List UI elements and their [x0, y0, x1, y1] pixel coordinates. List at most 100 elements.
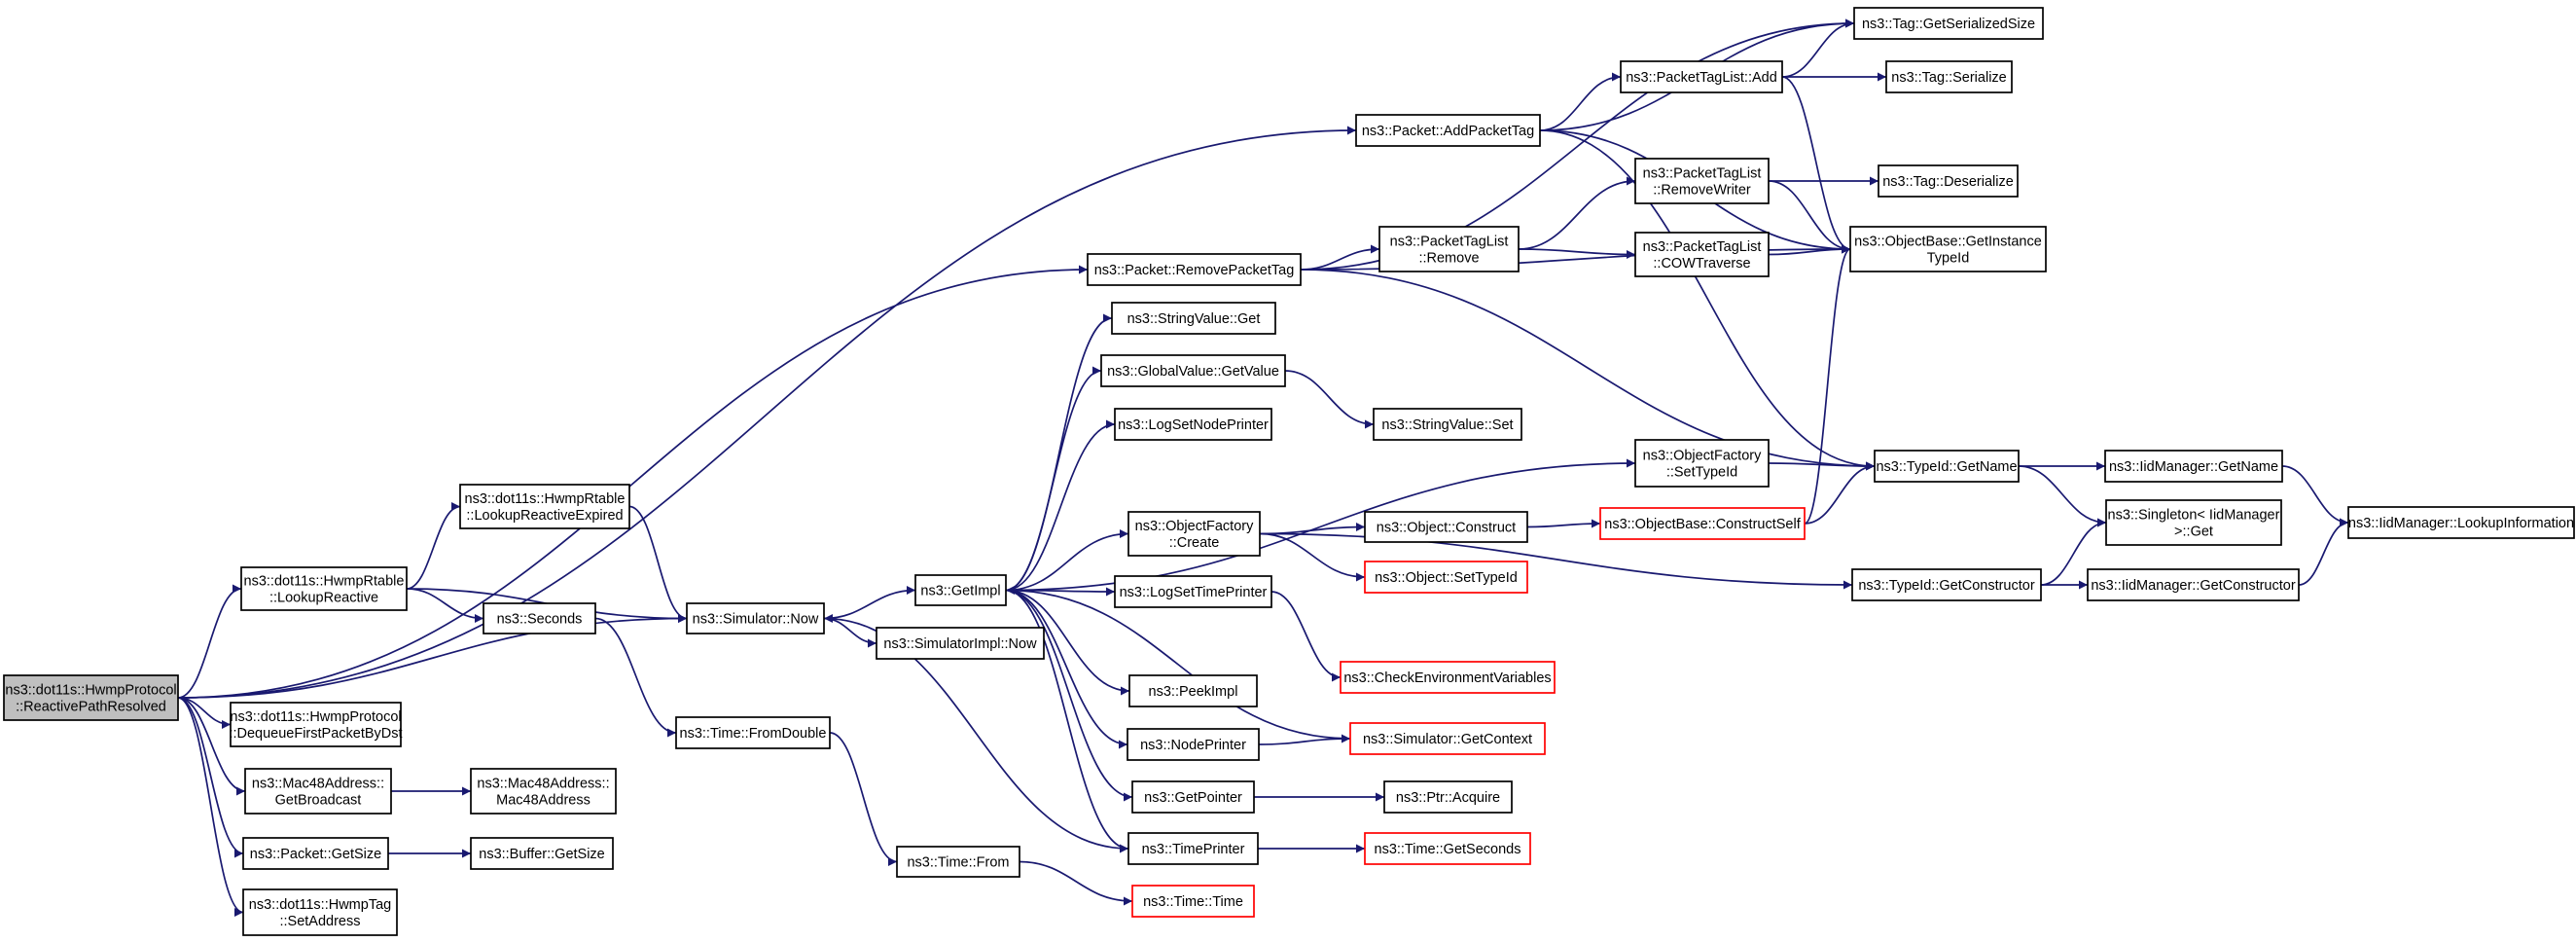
node-box	[470, 837, 614, 870]
node-iid-lookup-info[interactable]: ns3::IidManager::LookupInformation	[2347, 506, 2575, 539]
node-object-construct[interactable]: ns3::Object::Construct	[1364, 511, 1528, 543]
edge-get-impl-to-get-pointer	[1005, 589, 1133, 802]
node-time-get-seconds[interactable]: ns3::Time::GetSeconds	[1364, 832, 1531, 865]
edge-root-to-set-address	[177, 697, 244, 917]
edge-get-impl-to-time-printer	[1005, 589, 1129, 853]
node-object-set-type-id[interactable]: ns3::Object::SetTypeId	[1364, 561, 1528, 594]
edge-of-create-to-object-construct	[1259, 523, 1366, 535]
node-time-from[interactable]: ns3::Time::From	[896, 846, 1020, 878]
node-string-value-set[interactable]: ns3::StringValue::Set	[1373, 408, 1522, 441]
node-iid-get-constructor[interactable]: ns3::IidManager::GetConstructor	[2087, 568, 2300, 601]
edge-ptl-cow-traverse-to-ob-get-instance-type-id	[1768, 244, 1851, 256]
node-buffer-get-size[interactable]: ns3::Buffer::GetSize	[470, 837, 614, 870]
node-label: ns3::Tag::GetSerializedSize	[1862, 17, 2035, 32]
node-check-env[interactable]: ns3::CheckEnvironmentVariables	[1340, 661, 1556, 694]
node-box	[1849, 226, 2047, 272]
node-from-double[interactable]: ns3::Time::FromDouble	[675, 716, 831, 749]
node-ptl-cow-traverse[interactable]: ns3::PacketTagList::COWTraverse	[1634, 232, 1770, 277]
nodes-layer: ns3::dot11s::HwmpProtocol::ReactivePathR…	[3, 7, 2575, 936]
node-log-set-node-printer[interactable]: ns3::LogSetNodePrinter	[1114, 408, 1272, 441]
edge-of-create-to-object-set-type-id	[1259, 532, 1366, 582]
node-label: ns3::GlobalValue::GetValue	[1107, 364, 1279, 380]
node-get-pointer[interactable]: ns3::GetPointer	[1131, 780, 1255, 814]
node-label: ns3::Object::SetTypeId	[1375, 570, 1518, 586]
node-type-id-get-name[interactable]: ns3::TypeId::GetName	[1874, 450, 2020, 483]
node-get-broadcast[interactable]: ns3::Mac48Address::GetBroadcast	[244, 768, 392, 815]
node-time-time[interactable]: ns3::Time::Time	[1131, 885, 1255, 918]
node-box	[1634, 439, 1770, 488]
node-node-printer[interactable]: ns3::NodePrinter	[1127, 728, 1260, 761]
node-tag-serialize[interactable]: ns3::Tag::Serialize	[1885, 60, 2013, 93]
node-singleton-get[interactable]: ns3::Singleton< IidManager>::Get	[2105, 499, 2282, 546]
node-box	[675, 716, 831, 749]
node-label: ns3::Packet::GetSize	[250, 847, 381, 862]
node-peek-impl[interactable]: ns3::PeekImpl	[1128, 674, 1258, 707]
edge-add-packet-tag-to-type-id-get-name	[1539, 129, 1876, 471]
node-label: ns3::PacketTagList	[1390, 235, 1509, 250]
node-box	[1634, 232, 1770, 277]
node-box	[242, 888, 398, 936]
node-sim-impl-now[interactable]: ns3::SimulatorImpl::Now	[876, 627, 1045, 660]
node-ptl-remove[interactable]: ns3::PacketTagList::Remove	[1378, 226, 1520, 272]
node-box	[1111, 302, 1276, 335]
edge-object-construct-to-ob-construct-self	[1526, 519, 1601, 528]
node-set-address[interactable]: ns3::dot11s::HwmpTag::SetAddress	[242, 888, 398, 936]
node-tag-deserialize[interactable]: ns3::Tag::Deserialize	[1878, 164, 2019, 198]
node-ob-construct-self[interactable]: ns3::ObjectBase::ConstructSelf	[1599, 507, 1806, 540]
node-box	[1364, 511, 1528, 543]
node-box	[1885, 60, 2013, 93]
node-box	[1131, 885, 1255, 918]
node-log-set-time-printer[interactable]: ns3::LogSetTimePrinter	[1114, 575, 1272, 608]
node-type-id-get-constructor[interactable]: ns3::TypeId::GetConstructor	[1851, 568, 2042, 601]
node-get-impl[interactable]: ns3::GetImpl	[914, 574, 1007, 606]
node-ptl-remove-writer[interactable]: ns3::PacketTagList::RemoveWriter	[1634, 158, 1770, 204]
node-of-create[interactable]: ns3::ObjectFactory::Create	[1127, 511, 1261, 557]
node-label: ns3::CheckEnvironmentVariables	[1343, 670, 1551, 686]
node-box	[2104, 450, 2283, 483]
node-iid-get-name[interactable]: ns3::IidManager::GetName	[2104, 450, 2283, 483]
edge-iid-get-constructor-to-iid-lookup-info	[2298, 518, 2349, 586]
node-global-value-get[interactable]: ns3::GlobalValue::GetValue	[1100, 354, 1286, 387]
node-box	[240, 566, 408, 611]
node-string-value-get[interactable]: ns3::StringValue::Get	[1111, 302, 1276, 335]
node-box	[1349, 722, 1546, 755]
node-lookup-reactive[interactable]: ns3::dot11s::HwmpRtable::LookupReactive	[240, 566, 408, 611]
node-ptr-acquire[interactable]: ns3::Ptr::Acquire	[1383, 780, 1513, 814]
node-box	[1878, 164, 2019, 198]
node-tag-get-serialized-size[interactable]: ns3::Tag::GetSerializedSize	[1853, 7, 2044, 40]
node-packet-get-size[interactable]: ns3::Packet::GetSize	[242, 837, 389, 870]
node-root[interactable]: ns3::dot11s::HwmpProtocol::ReactivePathR…	[3, 674, 179, 721]
node-ptl-add[interactable]: ns3::PacketTagList::Add	[1620, 60, 1783, 93]
node-seconds[interactable]: ns3::Seconds	[483, 602, 596, 634]
node-box	[1100, 354, 1286, 387]
node-dequeue[interactable]: ns3::dot11s::HwmpProtocol::DequeueFirstP…	[229, 702, 403, 747]
node-remove-packet-tag[interactable]: ns3::Packet::RemovePacketTag	[1087, 253, 1302, 286]
node-label: TypeId	[1927, 251, 1970, 267]
node-box	[1853, 7, 2044, 40]
edge-get-impl-to-global-value-get	[1005, 366, 1102, 592]
node-box	[1378, 226, 1520, 272]
node-of-set-type-id[interactable]: ns3::ObjectFactory::SetTypeId	[1634, 439, 1770, 488]
node-label: GetBroadcast	[275, 793, 362, 809]
node-box	[1364, 561, 1528, 594]
node-label: ns3::NodePrinter	[1140, 738, 1246, 753]
node-mac48[interactable]: ns3::Mac48Address::Mac48Address	[470, 768, 617, 815]
edge-from-double-to-time-from	[829, 732, 898, 866]
node-label: ns3::SimulatorImpl::Now	[883, 636, 1037, 652]
node-add-packet-tag[interactable]: ns3::Packet::AddPacketTag	[1355, 114, 1541, 147]
edge-root-to-packet-get-size	[177, 697, 244, 858]
node-label: ns3::PacketTagList::Add	[1626, 70, 1777, 86]
node-sim-get-context[interactable]: ns3::Simulator::GetContext	[1349, 722, 1546, 755]
node-label: ns3::TimePrinter	[1142, 842, 1245, 857]
node-label: ns3::Time::From	[907, 855, 1009, 871]
node-lookup-reactive-expired[interactable]: ns3::dot11s::HwmpRtable::LookupReactiveE…	[459, 484, 630, 529]
node-box	[1620, 60, 1783, 93]
node-sim-now[interactable]: ns3::Simulator::Now	[686, 602, 825, 634]
edge-node-printer-to-sim-get-context	[1258, 734, 1351, 745]
node-label: >::Get	[2174, 525, 2213, 540]
edge-lookup-reactive-to-lookup-reactive-expired	[406, 502, 461, 590]
node-time-printer[interactable]: ns3::TimePrinter	[1127, 832, 1259, 865]
node-box	[686, 602, 825, 634]
node-box	[3, 674, 179, 721]
